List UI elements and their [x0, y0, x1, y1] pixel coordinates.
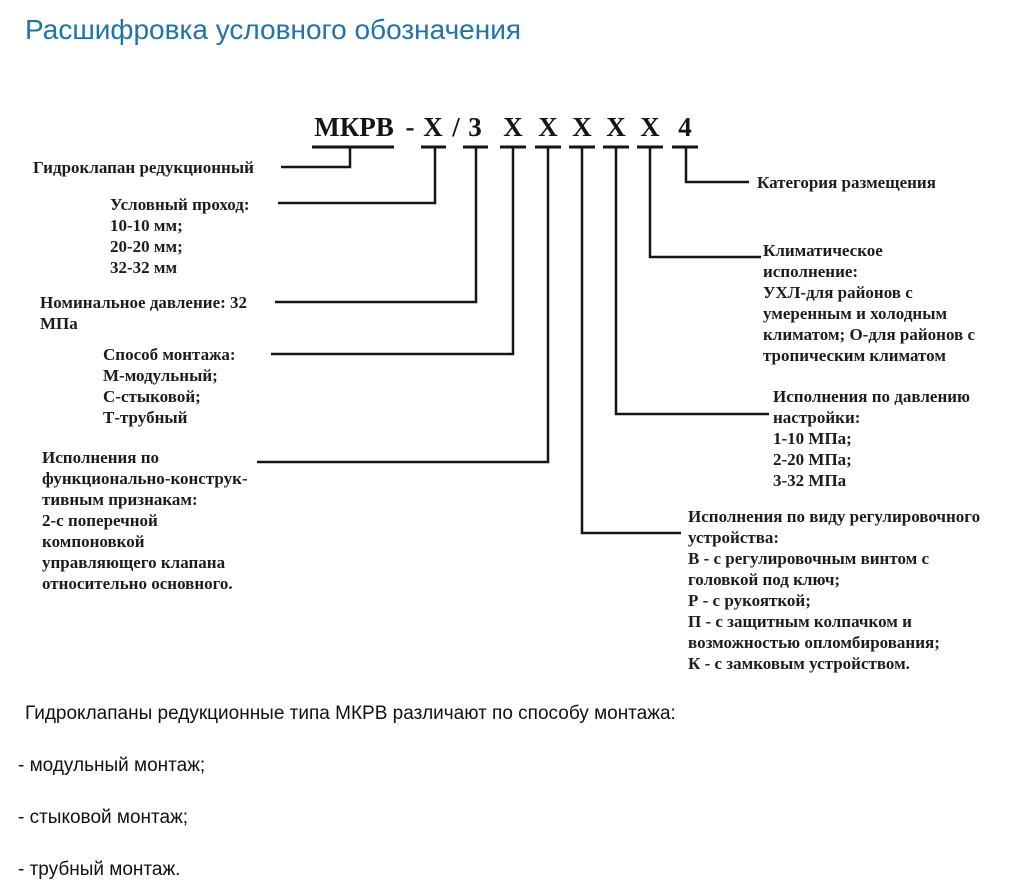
- code-char-placement: 4: [678, 112, 692, 142]
- label-placement-category: Категория размещения: [757, 173, 936, 192]
- connector-regulator: [580, 147, 681, 535]
- code-dash: -: [405, 112, 415, 142]
- label-mounting-method: Способ монтажа: М-модульный; С-стыковой;…: [103, 345, 236, 427]
- code-char-climatic: Х: [640, 112, 660, 142]
- footer-item-pipe: - трубный монтаж.: [18, 859, 181, 880]
- connector-bore: [278, 147, 437, 205]
- connector-mounting: [271, 147, 515, 356]
- label-climatic-version: Климатическое исполнение: УХЛ-для районо…: [763, 241, 976, 365]
- connector-functional: [257, 147, 550, 464]
- connector-product: [281, 147, 352, 169]
- connector-pressure: [275, 147, 478, 304]
- code-char-bore: Х: [423, 112, 443, 142]
- label-setting-pressure: Исполнения по давлению настройки: 1-10 М…: [773, 387, 971, 490]
- code-model: МКРВ: [314, 112, 394, 142]
- footer-item-flange: - стыковой монтаж;: [18, 807, 189, 828]
- code-char-pressure: 3: [468, 112, 482, 142]
- footer-item-modular: - модульный монтаж;: [18, 755, 206, 776]
- code-char-functional: Х: [538, 112, 558, 142]
- code-char-mounting: Х: [503, 112, 523, 142]
- label-product: Гидроклапан редукционный: [33, 158, 254, 177]
- code-slash: /: [452, 112, 460, 142]
- connector-lines: [257, 145, 769, 535]
- connector-climatic: [648, 147, 761, 259]
- footer-intro: Гидроклапаны редукционные типа МКРВ разл…: [25, 703, 676, 724]
- code-char-regulator: Х: [572, 112, 592, 142]
- label-nominal-bore: Условный проход: 10-10 мм; 20-20 мм; 32-…: [110, 195, 250, 277]
- label-functional-design: Исполнения по функционально-конструк- ти…: [42, 448, 248, 593]
- connector-placement: [684, 147, 749, 184]
- connector-setting-pressure: [614, 147, 769, 416]
- code-char-setting-pressure: Х: [606, 112, 626, 142]
- label-regulator-type: Исполнения по виду регулировочного устро…: [688, 507, 981, 673]
- label-nominal-pressure: Номинальное давление: 32 МПа: [40, 293, 248, 333]
- page-title: Расшифровка условного обозначения: [25, 14, 522, 45]
